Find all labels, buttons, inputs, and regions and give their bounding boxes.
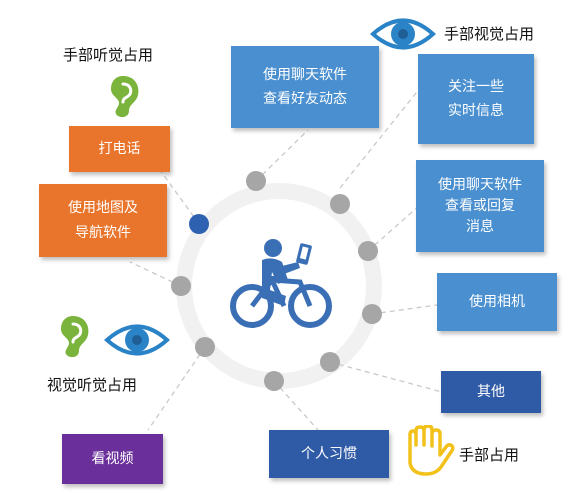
box-video: 看视频 bbox=[62, 434, 163, 484]
dot-5 bbox=[320, 352, 340, 372]
ear-icon bbox=[111, 76, 139, 118]
connector-habit bbox=[273, 380, 319, 431]
connector-chat-friends bbox=[255, 129, 309, 182]
box-phone-call: 打电话 bbox=[69, 126, 170, 172]
dot-1 bbox=[246, 171, 266, 191]
box-other: 其他 bbox=[441, 371, 541, 413]
dot-6 bbox=[264, 371, 284, 391]
box-camera: 使用相机 bbox=[437, 273, 557, 331]
connector-other bbox=[329, 361, 443, 393]
eye-icon bbox=[104, 324, 170, 356]
box-habit: 个人习惯 bbox=[269, 430, 389, 478]
dot-3 bbox=[358, 241, 378, 261]
box-chat-reply: 使用聊天软件 查看或回复 消息 bbox=[416, 160, 544, 252]
connector-camera bbox=[371, 304, 438, 315]
box-realtime-info: 关注一些 实时信息 bbox=[418, 54, 534, 144]
dot-4 bbox=[362, 304, 382, 324]
box-chat-friends: 使用聊天软件 查看好友动态 bbox=[231, 46, 379, 128]
dot-8 bbox=[171, 276, 191, 296]
ear-icon bbox=[61, 316, 89, 358]
connector-phone bbox=[159, 169, 200, 225]
box-map-nav: 使用地图及 导航软件 bbox=[39, 184, 167, 257]
connector-video bbox=[147, 346, 206, 431]
ring-dots bbox=[171, 171, 382, 391]
connector-chat-reply bbox=[367, 204, 421, 252]
label-hand-hearing: 手部听觉占用 bbox=[63, 46, 154, 64]
hand-icon bbox=[408, 425, 455, 476]
dot-active bbox=[189, 214, 209, 234]
label-hand-only: 手部占用 bbox=[459, 446, 520, 464]
connector-lines bbox=[129, 87, 443, 431]
connector-realtime bbox=[339, 87, 421, 189]
eye-icon bbox=[370, 18, 436, 50]
dot-2 bbox=[330, 194, 350, 214]
dot-7 bbox=[195, 337, 215, 357]
cyclist-phone-icon bbox=[230, 239, 332, 328]
label-vision-hearing: 视觉听觉占用 bbox=[47, 376, 138, 394]
label-hand-vision: 手部视觉占用 bbox=[444, 25, 535, 43]
